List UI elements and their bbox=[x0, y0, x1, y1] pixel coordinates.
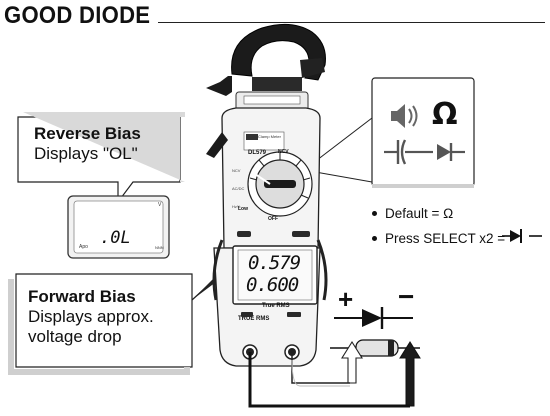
capacitor-diode-icon bbox=[384, 139, 465, 165]
mode-panel bbox=[371, 77, 475, 188]
plus-sign: + bbox=[338, 284, 354, 314]
red-probe-arrow bbox=[341, 340, 363, 384]
dial-off-label: OFF bbox=[268, 216, 278, 222]
meter-model-label: DL579 bbox=[248, 150, 267, 156]
black-lead bbox=[248, 352, 410, 408]
primary-reading: 0.579 bbox=[248, 252, 301, 274]
diode-symbol bbox=[362, 309, 382, 327]
bullet-dot bbox=[372, 236, 377, 241]
black-probe-arrow bbox=[399, 341, 421, 407]
bullet-default: Default = Ω bbox=[372, 201, 505, 226]
forward-bias-line1: Displays approx. bbox=[28, 307, 154, 326]
secondary-reading: 0.600 bbox=[246, 274, 299, 296]
continuity-speaker-icon bbox=[391, 104, 418, 128]
svg-text:NCV: NCV bbox=[232, 168, 241, 173]
reverse-bias-callout bbox=[17, 112, 185, 204]
clamp-meter: NCV AC/DC Hz% TRUE RMS bbox=[206, 23, 328, 367]
bullet-select-text: Press SELECT x2 = bbox=[385, 231, 506, 246]
meter-brand-label: Clamp Meter bbox=[258, 134, 281, 139]
svg-text:AC/DC: AC/DC bbox=[232, 186, 245, 191]
svg-text:Hz%: Hz% bbox=[232, 204, 241, 209]
title-underline bbox=[158, 22, 545, 23]
minus-sign: − bbox=[398, 281, 415, 312]
circuit bbox=[248, 307, 421, 408]
reverse-bias-heading: Reverse Bias bbox=[34, 124, 141, 143]
true-rms-label: True RMS bbox=[262, 303, 290, 309]
svg-text:TRUE RMS: TRUE RMS bbox=[238, 316, 269, 322]
page-title: GOOD DIODE bbox=[4, 2, 151, 29]
reverse-lcd: Apo V NNN bbox=[67, 195, 170, 259]
forward-bias-line2: voltage drop bbox=[28, 327, 122, 346]
bullet-diode-icon bbox=[502, 229, 542, 243]
svg-text:NNN: NNN bbox=[155, 245, 164, 250]
dial-low-label: Low bbox=[238, 206, 248, 212]
instruction-bullets: Default = Ω Press SELECT x2 = bbox=[372, 201, 505, 251]
reverse-bias-text: Reverse Bias Displays "OL" bbox=[34, 124, 141, 164]
reverse-lcd-reading: .0L bbox=[100, 228, 131, 248]
ohm-symbol: Ω bbox=[432, 97, 458, 132]
bullet-default-text: Default = Ω bbox=[385, 206, 454, 221]
forward-bias-text: Forward Bias Displays approx. voltage dr… bbox=[28, 287, 154, 347]
reverse-bias-body: Displays "OL" bbox=[34, 144, 138, 163]
svg-text:Apo: Apo bbox=[79, 244, 88, 250]
bullet-dot bbox=[372, 211, 377, 216]
bullet-select: Press SELECT x2 = bbox=[372, 226, 505, 251]
forward-bias-heading: Forward Bias bbox=[28, 287, 136, 306]
svg-text:V: V bbox=[158, 202, 162, 208]
dial-ncv-label: NCV bbox=[278, 149, 289, 155]
